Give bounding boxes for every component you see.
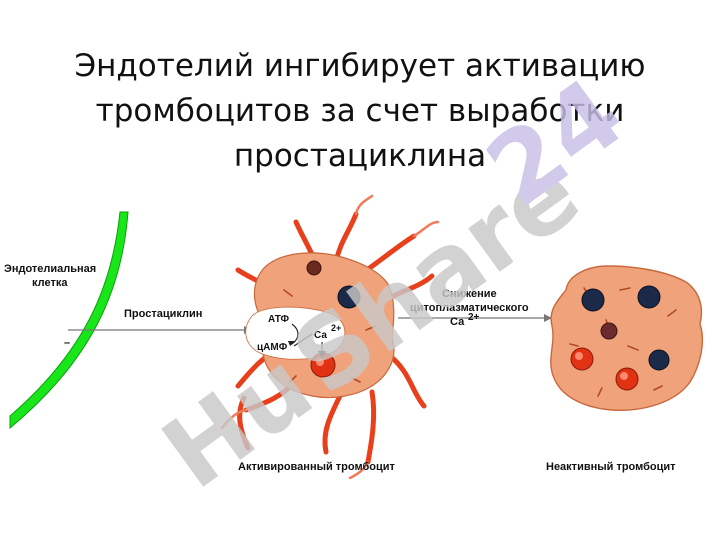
- signaling-zone: [245, 306, 346, 360]
- inactive-red-granule: [615, 367, 639, 391]
- endothelial-cell-label-line1: Эндотелиальная: [4, 263, 96, 275]
- atp-label: АТФ: [268, 314, 289, 325]
- prostacyclin-label: Простациклин: [124, 308, 202, 320]
- inactive-red-granule: [570, 347, 594, 371]
- inactive-platelet-label: Неактивный тромбоцит: [546, 461, 676, 473]
- title-line-3: простациклина: [233, 138, 487, 174]
- activated-platelet-label: Активированный тромбоцит: [238, 461, 396, 473]
- activated-platelet: АТФ цАМФ Са 2+: [220, 194, 440, 480]
- slide-title: Эндотелий ингибирует активацию тромбоцит…: [20, 44, 700, 179]
- inactive-dark-granule: [648, 349, 670, 371]
- dark-granule-small: [306, 260, 322, 276]
- calcium-label: Са: [314, 330, 327, 341]
- inactive-dark-granule: [581, 288, 605, 312]
- calcium-charge: 2+: [331, 323, 341, 333]
- dark-granule: [337, 285, 361, 309]
- reduction-label-line3: Са: [450, 316, 465, 328]
- endothelial-membrane: [9, 211, 129, 430]
- inactive-purple-granule: [600, 322, 618, 340]
- reduction-label-line2: цитоплазматического: [410, 302, 529, 314]
- inactive-dark-granule: [637, 285, 661, 309]
- endothelial-cell-label-line2: клетка: [32, 277, 68, 289]
- camp-label: цАМФ: [257, 342, 288, 353]
- reduction-label-line1: Снижение: [442, 288, 497, 300]
- inactive-platelet: [550, 265, 704, 411]
- camp-to-calcium-arrow: [293, 333, 313, 347]
- dash-mark: –: [64, 337, 70, 349]
- title-line-2: тромбоцитов за счет выработки: [95, 93, 625, 129]
- reduction-arrowhead: [544, 314, 552, 322]
- title-line-1: Эндотелий ингибирует активацию: [74, 48, 646, 84]
- reduction-charge: 2+: [468, 312, 480, 323]
